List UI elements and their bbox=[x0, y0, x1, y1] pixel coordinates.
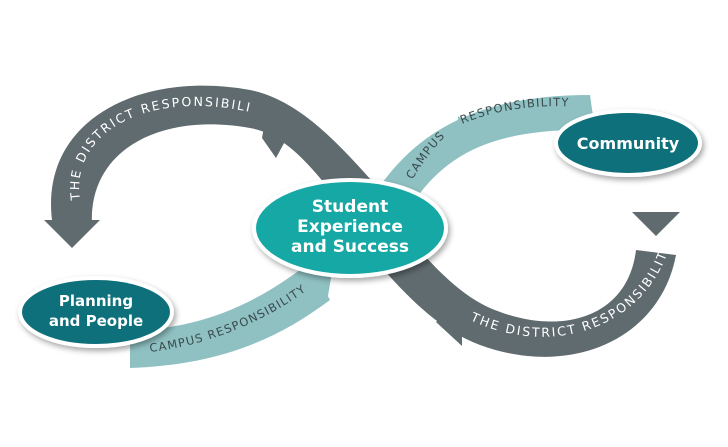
district-band-top-left bbox=[51, 85, 380, 225]
node-planning-people bbox=[18, 276, 174, 348]
arrow-district-right bbox=[632, 212, 680, 236]
campus-band-top-right bbox=[380, 95, 595, 200]
arrow-district-top bbox=[262, 116, 290, 158]
node-community bbox=[554, 109, 702, 177]
campus-band-bottom-left bbox=[130, 262, 330, 368]
node-student-experience bbox=[252, 178, 448, 278]
arrow-district-bottom bbox=[436, 300, 462, 346]
center-label-line2: Experience bbox=[297, 217, 403, 237]
arrow-campus-top-small bbox=[458, 116, 476, 146]
center-label-line1: Student bbox=[312, 197, 388, 217]
left-label-line2: and People bbox=[49, 312, 143, 330]
center-label-line3: and Success bbox=[291, 237, 409, 257]
right-label-line1: Community bbox=[577, 134, 680, 153]
left-label-line1: Planning bbox=[59, 292, 133, 310]
arrow-district-left bbox=[44, 220, 100, 248]
